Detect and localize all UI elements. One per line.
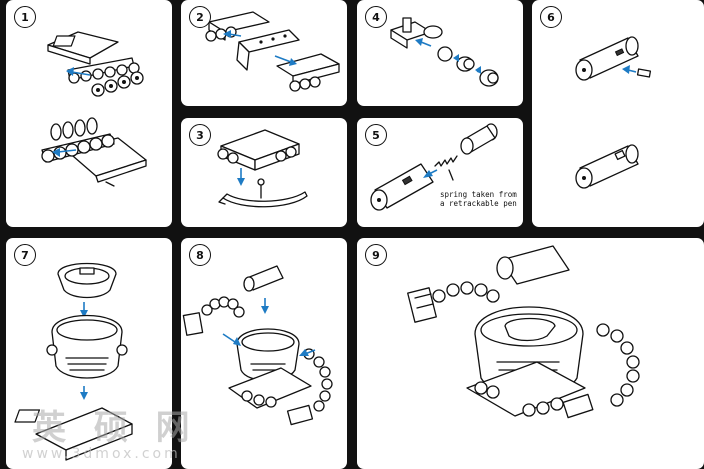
spring-note-line-2: a retrackable pen [440, 199, 517, 208]
step-4-panel: 4 [357, 0, 523, 106]
step-7-badge: 7 [14, 244, 36, 266]
step-9-panel: 9 [357, 238, 704, 469]
brand-name: XYZWORKSHOP.COM [557, 444, 681, 456]
spring-note: spring taken from a retrackable pen [440, 190, 517, 208]
step-6-badge: 6 [540, 6, 562, 28]
spring-note-line-1: spring taken from [440, 190, 517, 199]
step-6-panel: 6 [532, 0, 704, 227]
watermark-site: www.3dmox.com [22, 446, 181, 462]
step-3-badge: 3 [189, 124, 211, 146]
step-5-badge: 5 [365, 124, 387, 146]
step-6-drawing [532, 0, 704, 227]
step-1-drawing [6, 0, 172, 227]
step-2-panel: 2 [181, 0, 347, 106]
step-9-drawing [357, 238, 704, 469]
watermark-chars: 英 硕 网 [32, 400, 198, 449]
step-8-panel: 8 [181, 238, 347, 469]
step-4-badge: 4 [365, 6, 387, 28]
step-8-badge: 8 [189, 244, 211, 266]
brand: XYZWORKSHOP.COM [535, 442, 681, 458]
step-2-badge: 2 [189, 6, 211, 28]
step-8-drawing [181, 238, 347, 469]
step-3-panel: 3 [181, 118, 347, 227]
step-5-panel: 5 spring taken from a retrackable pen [357, 118, 523, 227]
step-1-panel: 1 [6, 0, 172, 227]
xyz-logo-icon [535, 442, 551, 458]
step-1-badge: 1 [14, 6, 36, 28]
step-9-badge: 9 [365, 244, 387, 266]
